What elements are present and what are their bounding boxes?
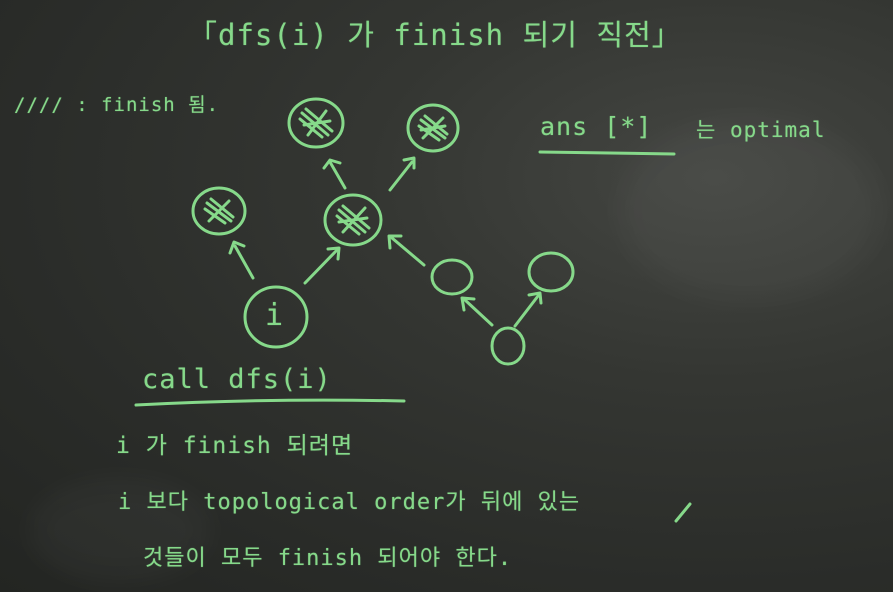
unfinished-node: [490, 326, 526, 366]
ans-underline: [538, 150, 676, 156]
chalk-mark: [674, 502, 692, 523]
note-line-3: 것들이 모두 finish 되어야 한다.: [143, 546, 513, 571]
finished-node: [191, 186, 247, 236]
finished-node: [406, 103, 460, 153]
ans-label: ans [*]: [540, 112, 653, 141]
edge-arrow: [460, 296, 494, 327]
unfinished-node: [527, 251, 575, 293]
ans-suffix: 는 optimal: [696, 118, 826, 142]
board-title: 「dfs(i) 가 finish 되기 직전」: [188, 18, 682, 52]
note-line-1: i 가 finish 되려면: [116, 433, 354, 459]
unfinished-node: [430, 258, 474, 296]
legend-finished: //// : finish 됨.: [14, 94, 220, 116]
edge-arrow: [387, 234, 426, 267]
edge-arrow: [228, 240, 255, 280]
edge-arrow: [303, 246, 341, 285]
call-dfs-text: call dfs(i): [142, 364, 332, 395]
edge-arrow: [513, 291, 543, 328]
note-line-2: i 보다 topological order가 뒤에 있는: [118, 490, 581, 515]
finished-node: [323, 193, 383, 247]
node-i: [243, 285, 309, 349]
finished-node: [287, 97, 345, 149]
edge-arrow: [322, 158, 347, 190]
call-underline: [134, 398, 406, 407]
edge-arrow: [388, 156, 416, 192]
node-i-label: i: [265, 298, 285, 333]
